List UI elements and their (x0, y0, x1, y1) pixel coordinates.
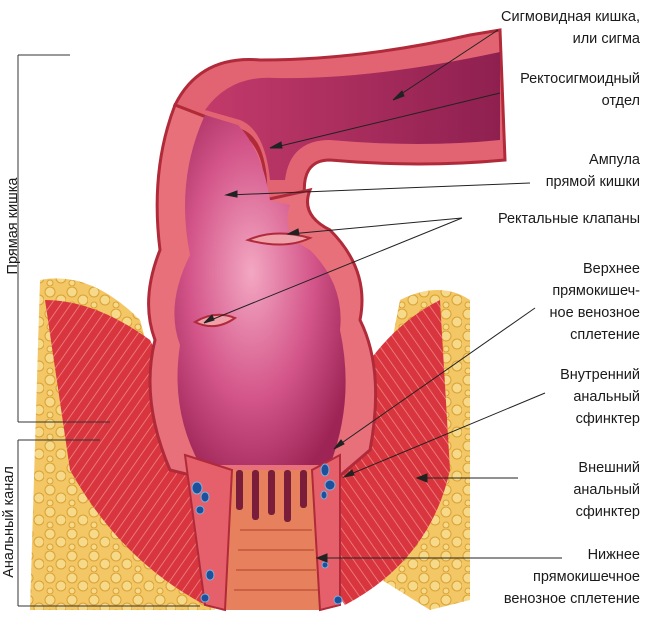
label-rectal-valves: Ректальные клапаны (498, 208, 640, 230)
label-rectal-ampulla: Ампула прямой кишки (546, 149, 640, 193)
label-upper-venous-plexus: Верхнее прямокишеч- ное венозное сплетен… (550, 258, 640, 346)
label-external-sphincter: Внешний анальный сфинктер (573, 457, 640, 523)
label-internal-sphincter: Внутренний анальный сфинктер (560, 364, 640, 430)
label-rectum: Прямая кишка (5, 166, 21, 286)
label-rectosigmoid: Ректосигмоидный отдел (520, 68, 640, 112)
label-sigmoid-colon: Сигмовидная кишка, или сигма (501, 6, 640, 50)
rectal-ampulla (174, 115, 345, 465)
label-anal-canal: Анальный канал (1, 457, 17, 587)
label-lower-venous-plexus: Нижнее прямокишечное венозное сплетение (504, 544, 640, 610)
